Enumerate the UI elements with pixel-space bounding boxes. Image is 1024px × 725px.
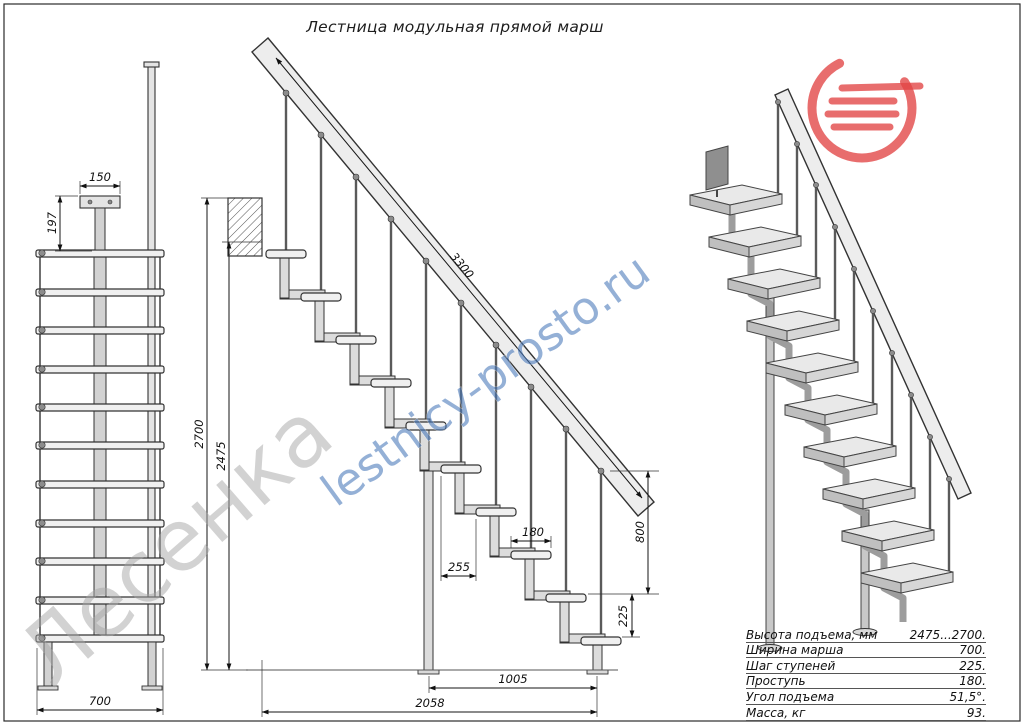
dim-tread-depth: 180 bbox=[510, 525, 552, 548]
dim-255-label: 255 bbox=[448, 560, 470, 574]
handrail-iso bbox=[774, 88, 972, 500]
iso-leg-front bbox=[765, 297, 775, 647]
wall-section bbox=[227, 197, 263, 257]
spec-label: Масса, кг bbox=[746, 705, 806, 720]
spec-row-width: Ширина марша 700. bbox=[746, 643, 986, 659]
logo-swoosh-icon bbox=[807, 53, 917, 163]
dim-march-width: 700 bbox=[36, 648, 164, 715]
wall-bracket-front bbox=[79, 195, 121, 251]
drawing-title: Лестница модульная прямой марш bbox=[306, 18, 604, 36]
spec-row-mass: Масса, кг 93. bbox=[746, 705, 986, 721]
isometric-view bbox=[689, 88, 972, 652]
dim-total-run: 2058 bbox=[261, 660, 598, 717]
spec-value: 2475...2700. bbox=[909, 627, 986, 642]
dim-bracket-offset: 197 bbox=[45, 195, 92, 252]
dim-2475-label: 2475 bbox=[214, 441, 228, 470]
spec-label: Шаг ступеней bbox=[746, 658, 836, 673]
dim-1005-label: 1005 bbox=[498, 672, 527, 686]
dim-step-rise: 225 bbox=[616, 593, 640, 638]
dim-base-run: 1005 bbox=[428, 672, 598, 717]
dim-step-run: 255 bbox=[440, 476, 477, 581]
watermark-brand: Лесенка bbox=[0, 382, 351, 706]
front-view: 150 197 700 bbox=[35, 61, 165, 715]
side-view: 3300 bbox=[192, 37, 659, 717]
balusters-side bbox=[282, 89, 605, 637]
dim-225-label: 225 bbox=[616, 605, 630, 627]
spec-label: Ширина марша bbox=[746, 643, 844, 658]
spec-value: 180. bbox=[959, 674, 986, 689]
spec-table: Высота подъема, мм 2475...2700. Ширина м… bbox=[746, 627, 986, 721]
spec-value: 700. bbox=[959, 643, 986, 658]
spec-value: 93. bbox=[966, 705, 986, 720]
dim-2700-label: 2700 bbox=[192, 419, 206, 448]
spec-value: 225. bbox=[959, 658, 986, 673]
spec-row-step: Шаг ступеней 225. bbox=[746, 658, 986, 674]
dim-bracket-width: 150 bbox=[79, 170, 121, 194]
wall-bracket-iso bbox=[705, 145, 729, 197]
dim-180-label: 180 bbox=[522, 525, 544, 539]
support-leg bbox=[423, 467, 434, 671]
dim-rail-height: 800 bbox=[588, 470, 659, 595]
spec-label: Проступь bbox=[746, 674, 806, 689]
dim-150-label: 150 bbox=[89, 170, 111, 184]
dim-197-label: 197 bbox=[45, 211, 59, 234]
spec-label: Угол подъема bbox=[746, 689, 835, 704]
dim-800-label: 800 bbox=[633, 521, 647, 543]
dim-2058-label: 2058 bbox=[415, 696, 444, 710]
dim-height-max: 2700 bbox=[192, 197, 248, 671]
spec-row-tread: Проступь 180. bbox=[746, 674, 986, 690]
sheet-border bbox=[3, 3, 1021, 722]
balusters-iso bbox=[775, 99, 952, 574]
spec-row-height: Высота подъема, мм 2475...2700. bbox=[746, 627, 986, 643]
dim-height-min: 2475 bbox=[214, 241, 262, 671]
brand-logo bbox=[807, 53, 924, 163]
spec-row-angle: Угол подъема 51,5°. bbox=[746, 689, 986, 705]
spec-value: 51,5°. bbox=[949, 689, 986, 704]
spec-label: Высота подъема, мм bbox=[746, 627, 878, 642]
dim-700-label: 700 bbox=[89, 694, 111, 708]
